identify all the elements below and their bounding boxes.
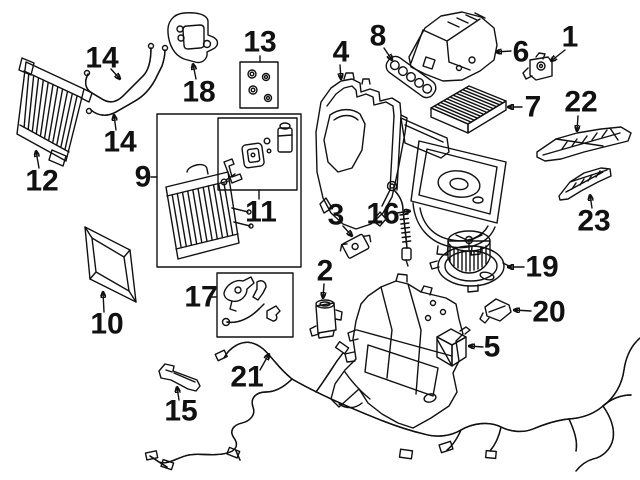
callout-17: 17	[184, 281, 217, 314]
part-1-sensor	[522, 52, 553, 81]
part-14-heater-pipes	[85, 42, 168, 116]
callout-19: 19	[508, 251, 559, 284]
part-12-heater-core	[16, 57, 93, 167]
part-15-bracket	[158, 363, 201, 392]
part-number-label: 14	[85, 42, 119, 75]
part-number-label: 23	[577, 205, 610, 238]
callout-12: 12	[25, 151, 59, 198]
part-number-label: 11	[245, 196, 277, 229]
callout-11: 11	[245, 189, 277, 229]
callout-arrow	[114, 115, 116, 131]
callout-arrow	[551, 49, 566, 61]
callout-20: 20	[514, 296, 566, 329]
part-13-oring-kit	[247, 69, 273, 103]
callout-10: 10	[90, 292, 124, 341]
callout-arrow	[514, 310, 532, 311]
callout-arrow	[177, 387, 179, 401]
part-number-label: 12	[25, 165, 58, 198]
part-19-blower-motor	[429, 230, 510, 293]
callout-15: 15	[164, 387, 198, 428]
part-6-upper-duct	[408, 11, 498, 82]
evaporator-group-box	[156, 113, 302, 268]
callout-9: 9	[135, 161, 158, 194]
callout-6: 6	[496, 36, 529, 69]
callout-16: 16	[366, 198, 410, 231]
callout-7: 7	[508, 91, 541, 124]
callout-arrow	[340, 64, 341, 79]
callout-14: 14	[85, 42, 120, 80]
callout-arrow	[110, 68, 120, 79]
part-22-cowl-strip	[536, 126, 632, 162]
callout-arrow	[259, 354, 269, 371]
callout-21: 21	[230, 354, 269, 394]
part-number-label: 9	[135, 161, 152, 194]
part-9-evaporator	[165, 163, 254, 260]
callout-arrow	[323, 283, 324, 298]
part-11-expansion-valve-kit	[220, 122, 293, 186]
callout-18: 18	[182, 64, 216, 109]
callout-23: 23	[577, 195, 611, 238]
part-2-actuator	[309, 299, 343, 339]
callout-arrow	[383, 47, 392, 60]
linkage-kit-group-box	[216, 272, 294, 338]
part-7-cabin-filter	[430, 85, 507, 134]
part-20-resistor	[479, 298, 512, 324]
callout-3: 3	[328, 199, 352, 237]
callout-arrow	[103, 292, 104, 313]
part-number-label: 10	[90, 308, 123, 341]
callout-8: 8	[370, 20, 392, 61]
part-number-label: 13	[243, 26, 276, 59]
part-21-wiring-harness	[144, 336, 640, 473]
part-number-label: 15	[164, 395, 197, 428]
callout-4: 4	[333, 36, 350, 80]
oring-kit-group-box	[239, 61, 279, 109]
callout-22: 22	[564, 86, 598, 132]
callout-arrow	[469, 346, 484, 347]
part-number-label: 2	[317, 255, 334, 288]
callout-arrow	[496, 51, 512, 52]
part-number-label: 3	[328, 199, 345, 232]
part-number-label: 4	[333, 36, 350, 69]
part-3-sensor-bracket	[339, 233, 372, 259]
part-number-label: 22	[564, 86, 597, 119]
part-number-label: 21	[230, 361, 263, 394]
kit-group-boxes	[156, 61, 302, 338]
valve-kit-group-box	[217, 117, 298, 191]
part-10-seal-frame	[84, 226, 137, 303]
callout-arrow	[193, 64, 196, 80]
part-number-label: 17	[184, 281, 217, 314]
callout-1: 1	[551, 21, 578, 62]
callout-5: 5	[469, 331, 500, 364]
part-number-label: 19	[525, 251, 558, 284]
callout-arrow	[590, 195, 592, 209]
callout-2: 2	[317, 255, 334, 299]
part-23-cowl-strip-lower	[558, 167, 612, 201]
callout-arrow	[577, 115, 578, 131]
part-number-label: 8	[370, 20, 387, 53]
part-18-gasket-plate	[167, 12, 219, 64]
part-number-label: 6	[513, 36, 530, 69]
lower-case-assembly	[330, 273, 464, 429]
callout-arrow	[396, 211, 410, 213]
part-number-label: 16	[366, 198, 399, 231]
callout-arrow	[342, 225, 352, 236]
part-number-label: 1	[562, 21, 579, 54]
part-number-label: 7	[525, 91, 542, 124]
part-4-hvac-upper-housing	[315, 72, 507, 256]
callout-13: 13	[243, 26, 277, 63]
part-number-label: 14	[103, 126, 137, 159]
part-number-label: 5	[484, 331, 501, 364]
part-17-linkage-kit	[221, 276, 281, 327]
callout-arrow	[36, 151, 39, 169]
part-number-label: 20	[532, 296, 565, 329]
part-number-label: 18	[182, 76, 215, 109]
part-5-actuator-cube	[436, 326, 471, 367]
callout-14: 14	[103, 115, 137, 159]
